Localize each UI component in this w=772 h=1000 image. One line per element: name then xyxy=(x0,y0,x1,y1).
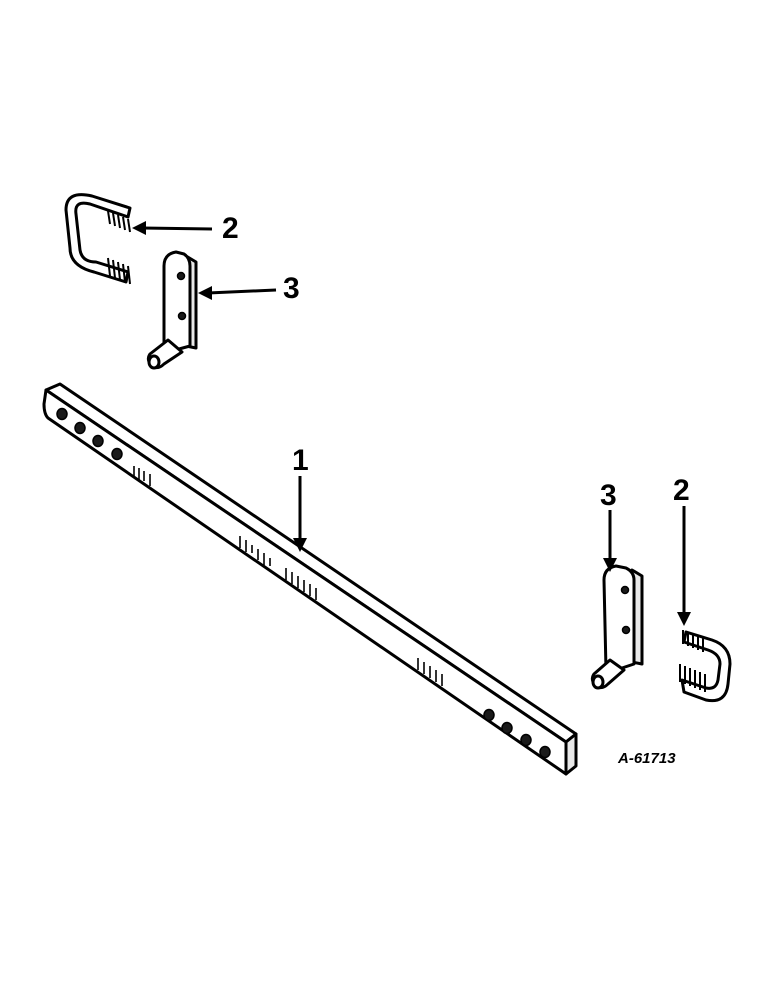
drawbar-texture xyxy=(133,466,443,686)
callout-2-upper: 2 xyxy=(222,212,239,245)
callout-2-lower: 2 xyxy=(673,474,690,507)
callout-leader-2-lower xyxy=(677,506,691,626)
drawbar-icon xyxy=(42,382,578,776)
u-bolt-thread-lower xyxy=(679,664,706,692)
u-bolt-thread-lower xyxy=(107,257,131,285)
drawbar-holes-right xyxy=(483,708,551,759)
hitch-bracket-icon xyxy=(590,564,644,690)
callout-3-lower: 3 xyxy=(600,479,617,512)
callout-1: 1 xyxy=(292,444,309,477)
hitch-bracket-icon xyxy=(146,250,198,370)
callout-leader-2-upper xyxy=(132,221,213,235)
drawbar-holes-left xyxy=(56,407,123,461)
u-bolt-thread-upper xyxy=(107,210,131,233)
callout-leader-1 xyxy=(293,476,307,552)
figure-reference: A-61713 xyxy=(617,750,676,767)
u-bolt-icon xyxy=(64,193,132,285)
callout-leader-3-upper xyxy=(198,286,277,300)
callout-3-upper: 3 xyxy=(283,272,300,305)
u-bolt-icon xyxy=(679,630,732,703)
u-bolt-thread-upper xyxy=(682,630,704,652)
callout-leader-3-lower xyxy=(603,510,617,572)
